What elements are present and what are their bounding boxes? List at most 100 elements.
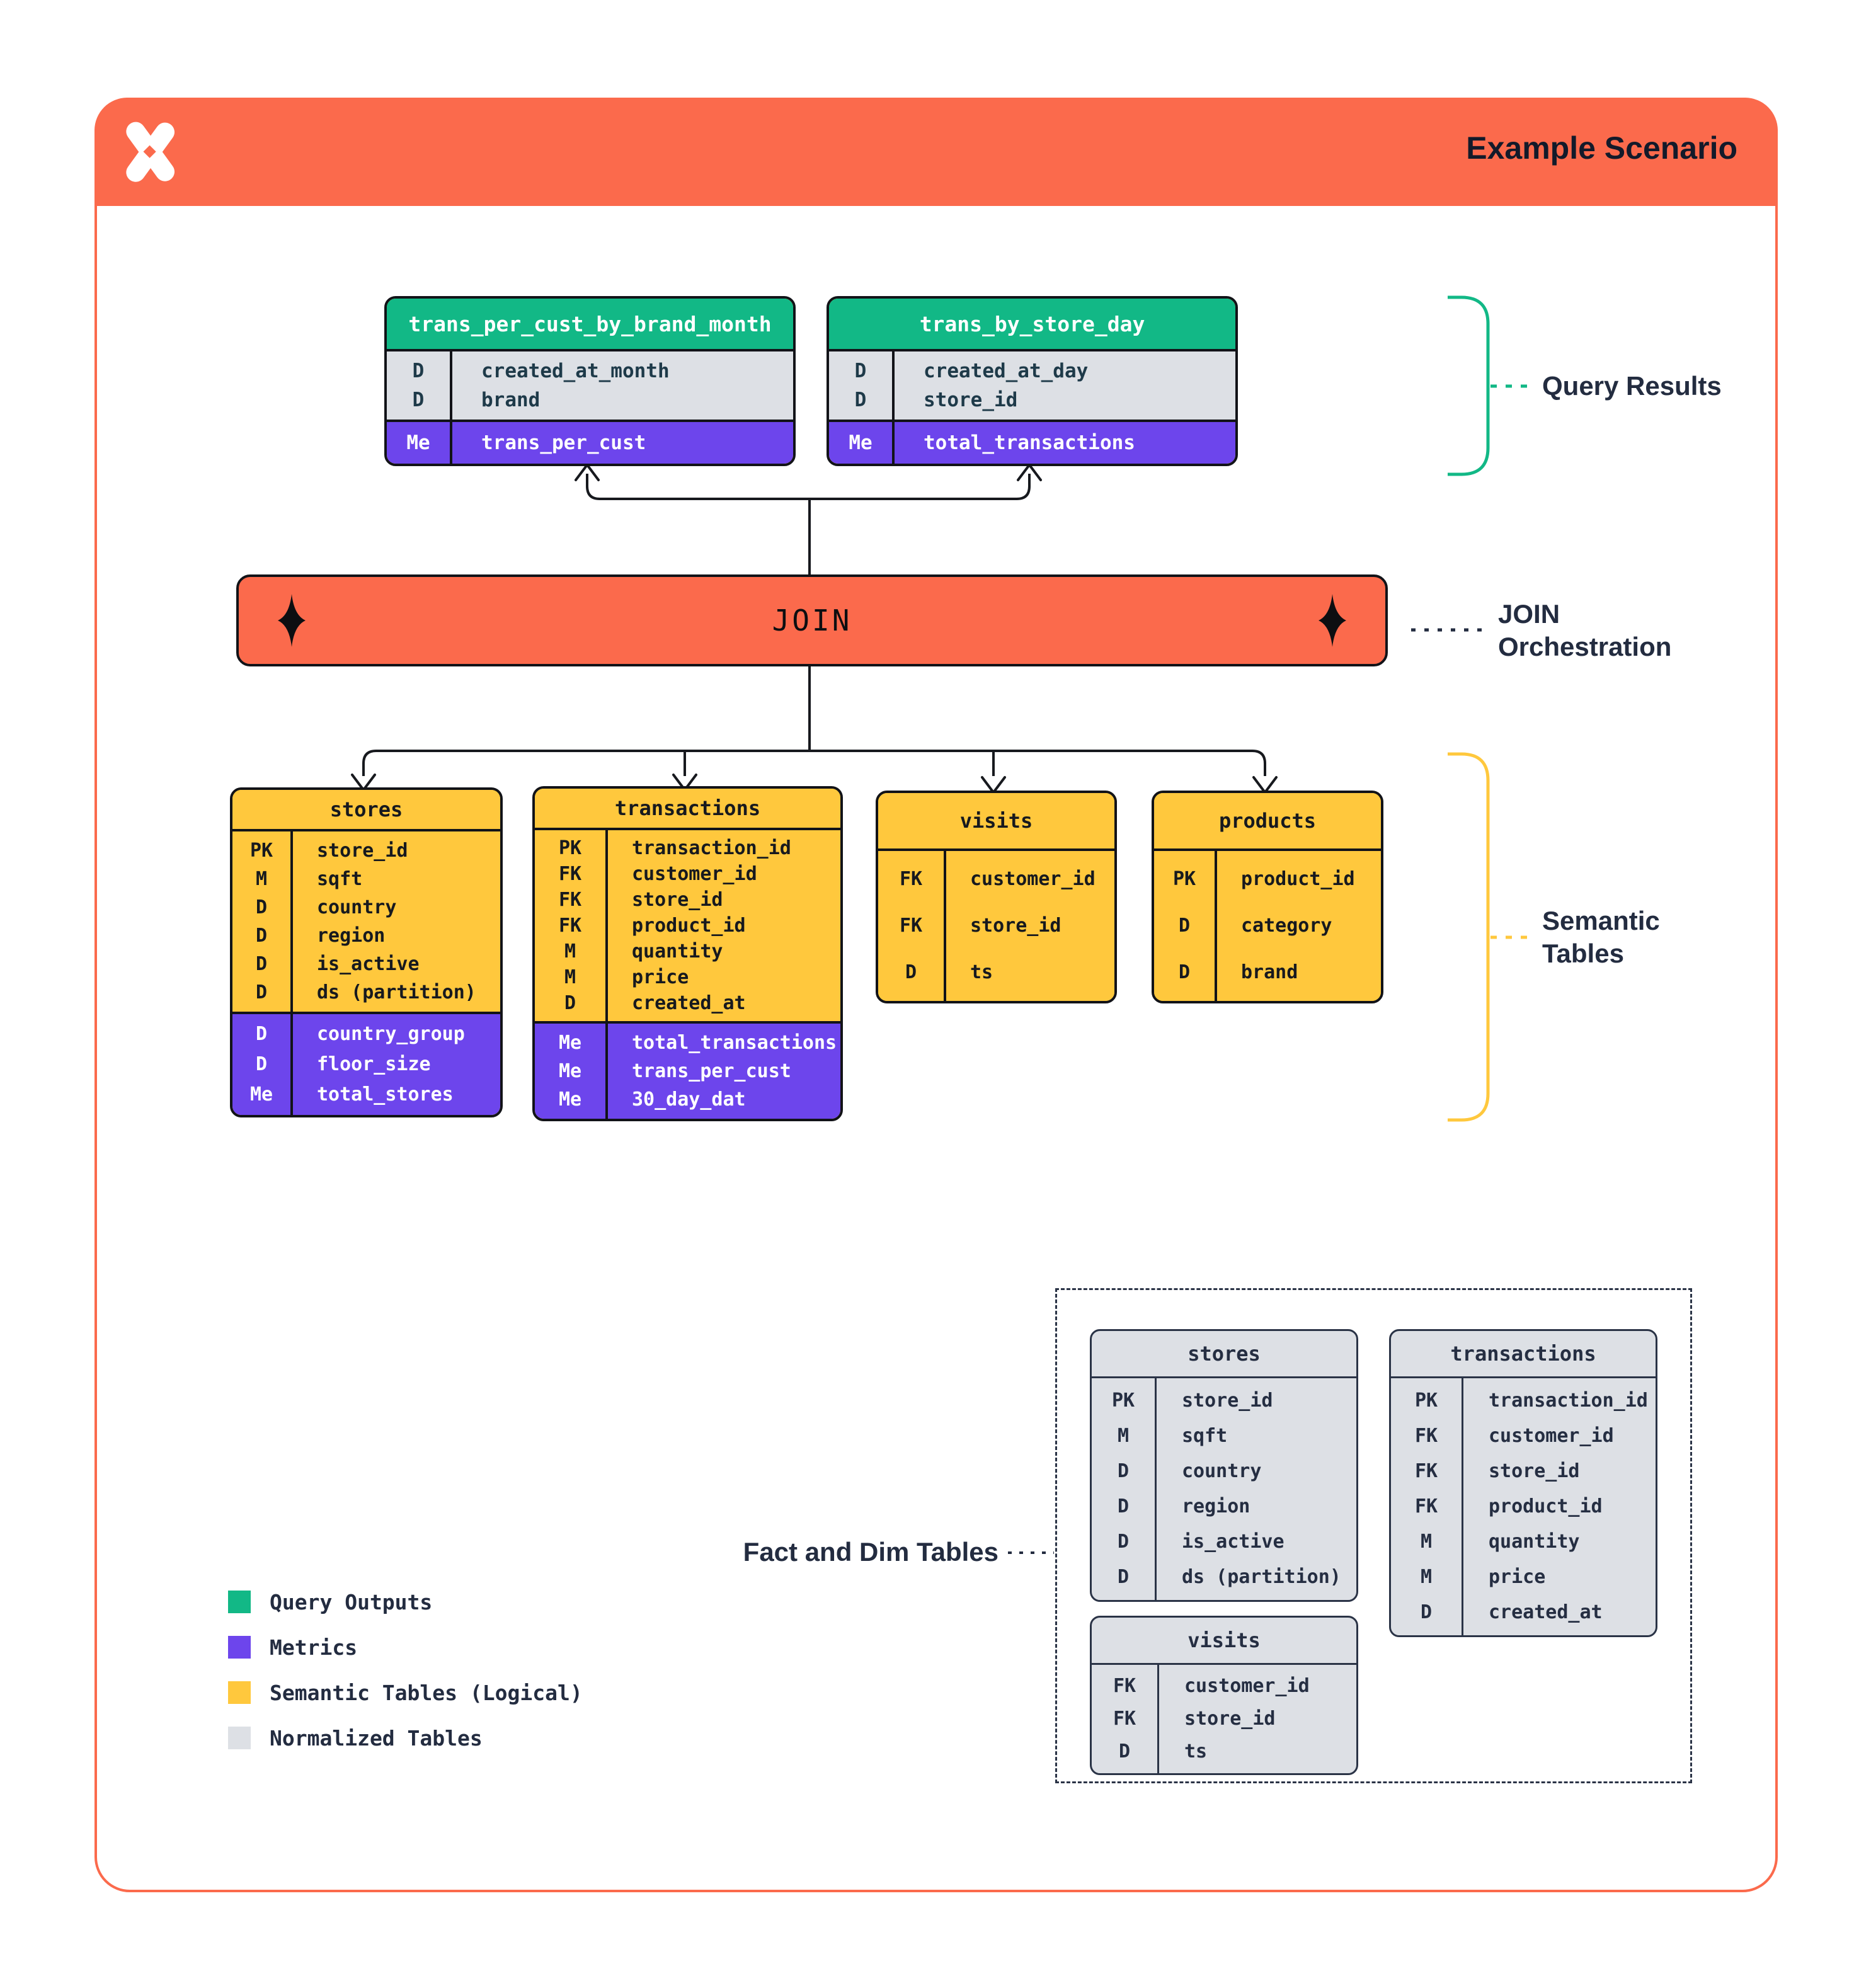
- key-badge: PK: [1111, 1390, 1135, 1412]
- key-badge: D: [255, 1053, 268, 1075]
- key-badge: D: [412, 360, 425, 382]
- normalized-table-visits: visits FK FK D customer_id store_id ts: [1090, 1616, 1358, 1775]
- key-badge: Me: [849, 431, 873, 454]
- key-badge: D: [905, 961, 917, 983]
- key-badge: D: [1178, 915, 1191, 937]
- legend-swatch-yellow: [228, 1681, 251, 1704]
- key-badge: FK: [1414, 1460, 1438, 1482]
- column-name: region: [317, 925, 386, 947]
- key-badge: D: [412, 389, 425, 411]
- column-name: country_group: [317, 1023, 465, 1045]
- key-badge: FK: [899, 868, 923, 890]
- legend-label: Metrics: [270, 1635, 358, 1660]
- table-header: stores: [1092, 1331, 1356, 1376]
- query-results-label: Query Results: [1542, 371, 1722, 401]
- fact-dim-label: Fact and Dim Tables: [743, 1537, 998, 1567]
- column-name: store_id: [924, 389, 1018, 411]
- column-name: region: [1182, 1495, 1250, 1517]
- column-name: ts: [970, 961, 993, 983]
- column-name: ts: [1184, 1740, 1208, 1762]
- key-badge: D: [255, 1023, 268, 1045]
- key-badge: PK: [1414, 1390, 1438, 1412]
- table-name: products: [1218, 809, 1317, 833]
- column-name: price: [1489, 1566, 1546, 1588]
- column-name: customer_id: [1489, 1425, 1614, 1447]
- table-header: transactions: [1391, 1331, 1656, 1376]
- brand-x-logo-icon: [126, 122, 175, 182]
- column-name: created_at: [1489, 1601, 1603, 1623]
- semantic-tables-label-line1: Semantic: [1542, 906, 1660, 935]
- sparkle-diamond-icon: [278, 594, 306, 647]
- legend-swatch-purple: [228, 1636, 251, 1659]
- column-name: total_transactions: [632, 1032, 837, 1054]
- dimension-rows: D D created_at_month brand: [387, 349, 793, 420]
- table-name: transactions: [1450, 1342, 1596, 1366]
- semantic-table-transactions: transactions PK FK FK FK M M D transacti…: [532, 786, 843, 1121]
- key-badge: D: [1117, 1495, 1130, 1517]
- query-table-trans-per-cust-by-brand-month: trans_per_cust_by_brand_month D D create…: [384, 296, 796, 466]
- column-name: floor_size: [317, 1053, 431, 1075]
- key-badge: D: [854, 360, 867, 382]
- dimension-rows: PK FK FK FK M M D transaction_id custome…: [1391, 1376, 1656, 1635]
- column-name: total_transactions: [924, 431, 1135, 454]
- column-name: price: [632, 966, 689, 988]
- table-name: stores: [1187, 1342, 1261, 1366]
- table-name: trans_by_store_day: [919, 311, 1145, 336]
- dimension-rows: PK FK FK FK M M D transaction_id custome…: [535, 828, 840, 1021]
- semantic-tables-label-line2: Tables: [1542, 939, 1624, 968]
- key-badge: M: [1420, 1566, 1433, 1588]
- column-name: product_id: [1489, 1495, 1603, 1517]
- normalized-table-transactions: transactions PK FK FK FK M M D transacti…: [1389, 1329, 1657, 1637]
- table-header: trans_by_store_day: [829, 299, 1235, 349]
- key-badge: D: [1117, 1531, 1130, 1553]
- join-orchestration-label: JOIN Orchestration: [1498, 598, 1671, 663]
- table-name: visits: [1187, 1628, 1261, 1652]
- column-name: sqft: [1182, 1425, 1228, 1447]
- column-name: product_id: [1241, 868, 1355, 890]
- legend-swatch-green: [228, 1591, 251, 1613]
- column-name: is_active: [1182, 1531, 1285, 1553]
- key-badge: D: [1117, 1460, 1130, 1482]
- column-name: ds (partition): [1182, 1566, 1341, 1588]
- semantic-tables-label: Semantic Tables: [1542, 905, 1660, 970]
- dimension-rows: FK FK D customer_id store_id ts: [1092, 1663, 1356, 1773]
- column-name: customer_id: [970, 868, 1096, 890]
- key-badge: Me: [249, 1083, 273, 1105]
- fact-dim-region: [1055, 1288, 1692, 1783]
- column-name: created_at_day: [924, 360, 1089, 382]
- key-badge: M: [1420, 1531, 1433, 1553]
- legend-item-normalized-tables: Normalized Tables: [228, 1715, 583, 1761]
- column-name: brand: [481, 389, 541, 411]
- key-badge: FK: [558, 915, 582, 937]
- key-badge: Me: [406, 431, 430, 454]
- legend-swatch-gray: [228, 1727, 251, 1749]
- join-orchestration-label-line2: Orchestration: [1498, 632, 1672, 661]
- column-name: store_id: [317, 840, 408, 862]
- metric-rows: D D Me country_group floor_size total_st…: [232, 1012, 500, 1115]
- column-name: created_at_month: [481, 360, 670, 382]
- key-badge: Me: [558, 1088, 582, 1111]
- column-name: category: [1241, 915, 1332, 937]
- key-badge: PK: [1172, 868, 1196, 890]
- semantic-table-visits: visits FK FK D customer_id store_id ts: [876, 791, 1117, 1003]
- column-name: sqft: [317, 868, 363, 890]
- table-header: trans_per_cust_by_brand_month: [387, 299, 793, 349]
- join-label: JOIN: [772, 603, 852, 637]
- normalized-table-stores: stores PK M D D D D store_id sqft countr…: [1090, 1329, 1358, 1602]
- column-name: product_id: [632, 915, 746, 937]
- join-orchestration-bar: JOIN: [236, 574, 1388, 666]
- column-name: customer_id: [1184, 1675, 1310, 1697]
- table-name: trans_per_cust_by_brand_month: [408, 311, 772, 336]
- semantic-table-products: products PK D D product_id category bran…: [1152, 791, 1383, 1003]
- column-name: trans_per_cust: [481, 431, 646, 454]
- column-name: ds (partition): [317, 981, 476, 1003]
- dimension-rows: D D created_at_day store_id: [829, 349, 1235, 420]
- key-badge: FK: [899, 915, 923, 937]
- table-header: products: [1154, 793, 1381, 848]
- join-orchestration-label-line1: JOIN: [1498, 599, 1560, 629]
- key-badge: M: [564, 966, 576, 988]
- key-badge: D: [854, 389, 867, 411]
- column-name: store_id: [970, 915, 1061, 937]
- column-name: created_at: [632, 992, 746, 1014]
- key-badge: D: [255, 953, 268, 975]
